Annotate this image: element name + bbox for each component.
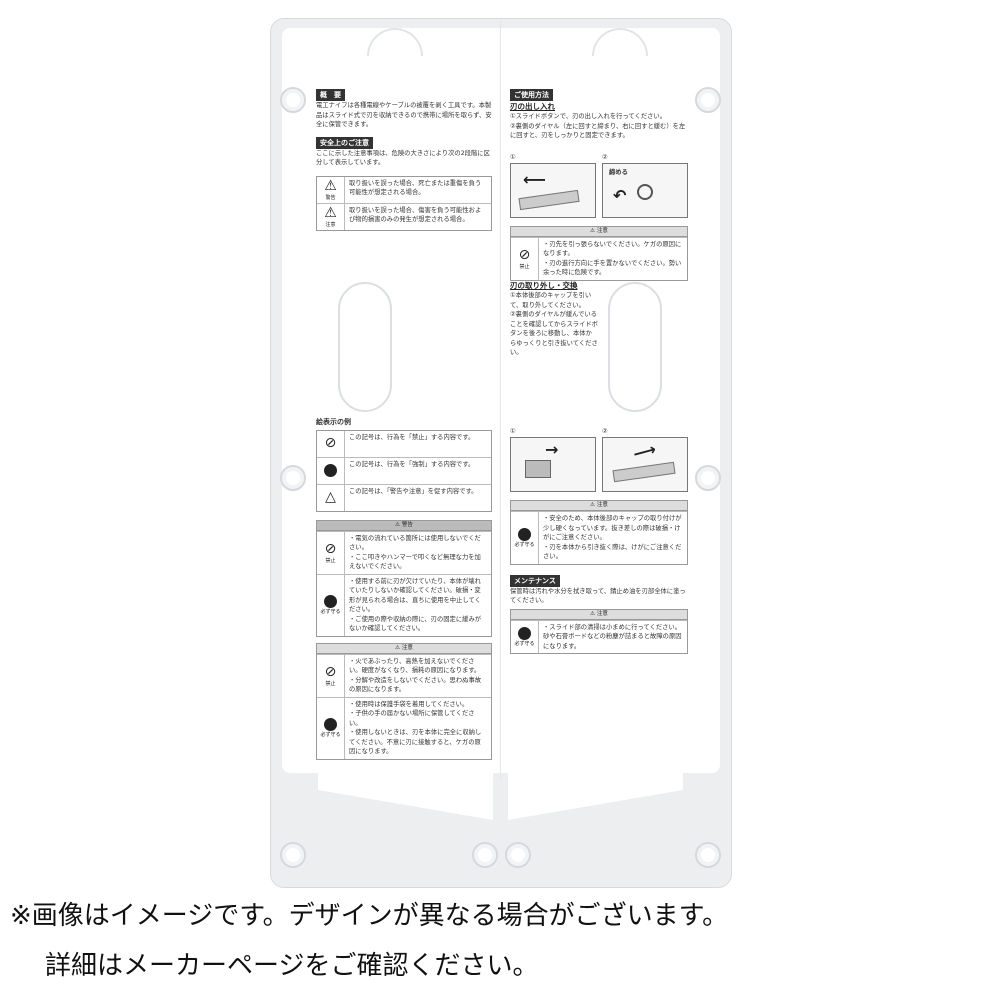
right-lower-column: ① → ② ⟶ ⚠ 注意 必ず守る ・安全のため、本体後部のキャップの取り付けが少… [510,418,688,654]
caution-title: ⚠ 注意 [317,643,491,654]
illustration-number: ① [510,428,516,435]
item: ・火であぶったり、高熱を加えないでください。硬度がなくなり、損耗の原因になります… [349,657,481,675]
illustration-number: ② [602,153,608,161]
item: ・子供の手の届かない場所に保管してください。 [349,710,475,727]
left-lower-column: 絵表示の例 ⊘ この記号は、行為を「禁止」する内容です。 この記号は、行為を「強制… [316,418,492,760]
hole [280,842,306,868]
slot-right [608,282,662,412]
row-label: 必ず守る [320,609,341,615]
row-label: 必ず守る [514,640,535,647]
levels-table: ⚠警告取り扱いを誤った場合、死亡または重傷を負う可能性が想定される場合。 ⚠注意… [316,175,492,231]
caution-table-replace: ⚠ 注意 必ず守る ・安全のため、本体後部のキャップの取り付けが少し硬くなっていま… [510,500,688,565]
symbol-text: この記号は、行為を「禁止」する内容です。 [349,433,475,441]
item: ・ここ叩きやハンマーで叩くなど無理な力を加えないでください。 [349,553,481,571]
caution-title: ⚠ 注意 [511,609,687,620]
rotate-arrow-icon: ↶ [613,185,627,205]
item: ・使用する前に刃が欠けていたり、本体が壊れていたりしないか確認してください。破損… [349,577,481,614]
overview-text: 電工ナイフは各種電線やケーブルの被覆を剥く工具です。本製品はスライド式で刃を収納… [316,102,492,128]
hole [280,465,306,491]
caution-table-maintenance: ⚠ 注意 必ず守る ・スライド部の清掃は小まめに行ってください。砂や石膏ボードなど… [510,608,688,654]
level-row-warning: ⚠警告 取り扱いを誤った場合、死亡または重傷を負う可能性が想定される場合。 [317,176,491,203]
prohibited-icon: ⊘ [324,435,337,451]
row-label: 必ず守る [514,541,535,548]
arrow-right-icon: → [545,440,559,459]
warning-table: ⚠ 警告 ⊘禁止 ・電気の流れている箇所には使用しないでください。・ここ叩きやハン… [316,519,492,637]
hole [472,842,498,868]
illustration-pull-blade: ⟶ [602,437,688,492]
caution-title: ⚠ 注意 [511,501,687,511]
row-label: 必ず守る [320,732,341,738]
item: ・刃の進行方向に手を置かないでください。勢い余った時に危険です。 [543,259,682,277]
item: ・刃先を引っ張らないでください。ケガの原因になります。 [543,240,682,258]
usage-heading: ご使用方法 [510,89,553,101]
item: ・スライド部の清掃は小まめに行ってください。砂や石膏ボードなどの粉塵が詰まると故… [543,623,682,650]
mandatory-icon [518,527,531,541]
illustration-number: ① [510,153,516,161]
caution-table: ⚠ 注意 ⊘禁止 ・火であぶったり、高熱を加えないでください。硬度がなくなり、損耗… [316,642,492,760]
blade-step: ①スライドボタンで、刃の出し入れを行ってください。 [510,113,667,120]
safety-text: ここに示した注意事項は、危険の大きさにより次の2段階に区分して表示しています。 [316,149,490,167]
level-text: 取り扱いを誤った場合、傷害を負う可能性および物的損害のみの発生が想定される場合。 [349,206,482,224]
hole [695,87,721,113]
caution-title: ⚠ 注意 [511,226,687,237]
hole [695,465,721,491]
level-text: 取り扱いを誤った場合、死亡または重傷を負う可能性が想定される場合。 [349,179,482,197]
prohibited-icon: ⊘ [518,246,531,263]
item: ・安全のため、本体後部のキャップの取り付けが少し硬くなっています。抜き差しの際は… [543,515,682,541]
prohibited-icon: ⊘ [324,663,337,680]
hole [695,842,721,868]
slot-left [338,282,392,412]
symbol-text: この記号は、行為を「強制」する内容です。 [349,460,475,468]
disclaimer-line-1: ※画像はイメージです。デザインが異なる場合がございます。 [10,901,729,931]
symbols-table: ⊘ この記号は、行為を「禁止」する内容です。 この記号は、行為を「強制」する内容で… [316,429,492,512]
illustration-remove-cap: → [510,437,596,492]
level-row-caution: ⚠注意 取り扱いを誤った場合、傷害を負う可能性および物的損害のみの発生が想定される… [317,202,491,230]
disclaimer-line-2: 詳細はメーカーページをご確認ください。 [45,951,539,981]
illustration-number: ② [602,428,608,435]
row-label: 禁止 [325,680,336,687]
symbol-text: この記号は、「警告や注意」を促す内容です。 [349,487,478,495]
maintenance-heading: メンテナンス [510,574,560,587]
caution-table-blade: ⚠ 注意 ⊘禁止 ・刃先を引っ張らないでください。ケガの原因になります。・刃の進行… [510,225,688,281]
arrow-left-icon: ⟵ [523,169,546,189]
row-label: 禁止 [325,557,336,564]
overview-heading: 概 要 [316,89,345,101]
item: ・刃を本体から引き抜く際は、けがにご注意ください。 [543,543,682,561]
symbols-heading: 絵表示の例 [316,418,351,426]
item: ・使用しないときは、刃を本体に完全に収納してください。不意に刃に接触すると、ケガ… [349,729,482,755]
level-label: 注意 [325,221,336,228]
left-column: 概 要 電工ナイフは各種電線やケーブルの被覆を剥く工具です。本製品はスライド式で… [316,82,492,231]
replace-section: 刃の取り外し・交換 ①本体後部のキャップを引いて、取り外してください。 ②裏側の… [510,280,598,358]
maintenance-text: 保管時は汚れや水分を拭き取って、錆止め油を刃部全体に塗ってください。 [510,587,686,605]
caution-triangle-icon: △ [325,489,336,505]
hole [280,87,306,113]
prohibited-icon: ⊘ [324,540,337,557]
blade-step: ②裏側のダイヤル（左に回すと締まり、右に回すと緩む）を左に回すと、刃をしっかりと… [510,122,686,140]
hole [505,842,531,868]
safety-heading: 安全上のご注意 [316,136,373,149]
item: ・使用時は保護手袋を着用してください。 [349,700,469,708]
item: ・電気の流れている箇所には使用しないでください。 [349,534,481,552]
warning-triangle-icon: ⚠ [324,204,337,221]
replace-step: ②裏側のダイヤルが緩んでいることを確認してからスライドボタンを後ろに移動し、本体… [510,311,598,356]
level-label: 警告 [325,194,336,201]
warning-triangle-icon: ⚠ [324,177,337,194]
mandatory-icon [324,718,337,731]
replace-step: ①本体後部のキャップを引いて、取り外してください。 [510,292,592,309]
illustration-slide-blade: ⟵ [510,162,596,218]
item: ・分解や改造をしないでください。思わぬ事故の原因になります。 [349,676,482,694]
illustration-dial: 締める ↶ [602,162,688,218]
mandatory-icon [324,595,337,608]
row-label: 禁止 [519,263,530,270]
arrow-right-icon: ⟶ [630,439,659,464]
right-column: ご使用方法 刃の出し入れ ①スライドボタンで、刃の出し入れを行ってください。 ②… [510,82,688,281]
mandatory-icon [324,464,337,477]
blade-heading: 刃の出し入れ [510,102,555,111]
replace-heading: 刃の取り外し・交換 [510,281,578,290]
warning-title: ⚠ 警告 [317,520,491,531]
tighten-label: 締める [609,168,628,176]
item: ・ご使用の際や収納の際に、刃の固定に緩みがないか確認してください。 [349,615,482,633]
fold-line [500,20,501,780]
mandatory-icon [518,626,531,640]
